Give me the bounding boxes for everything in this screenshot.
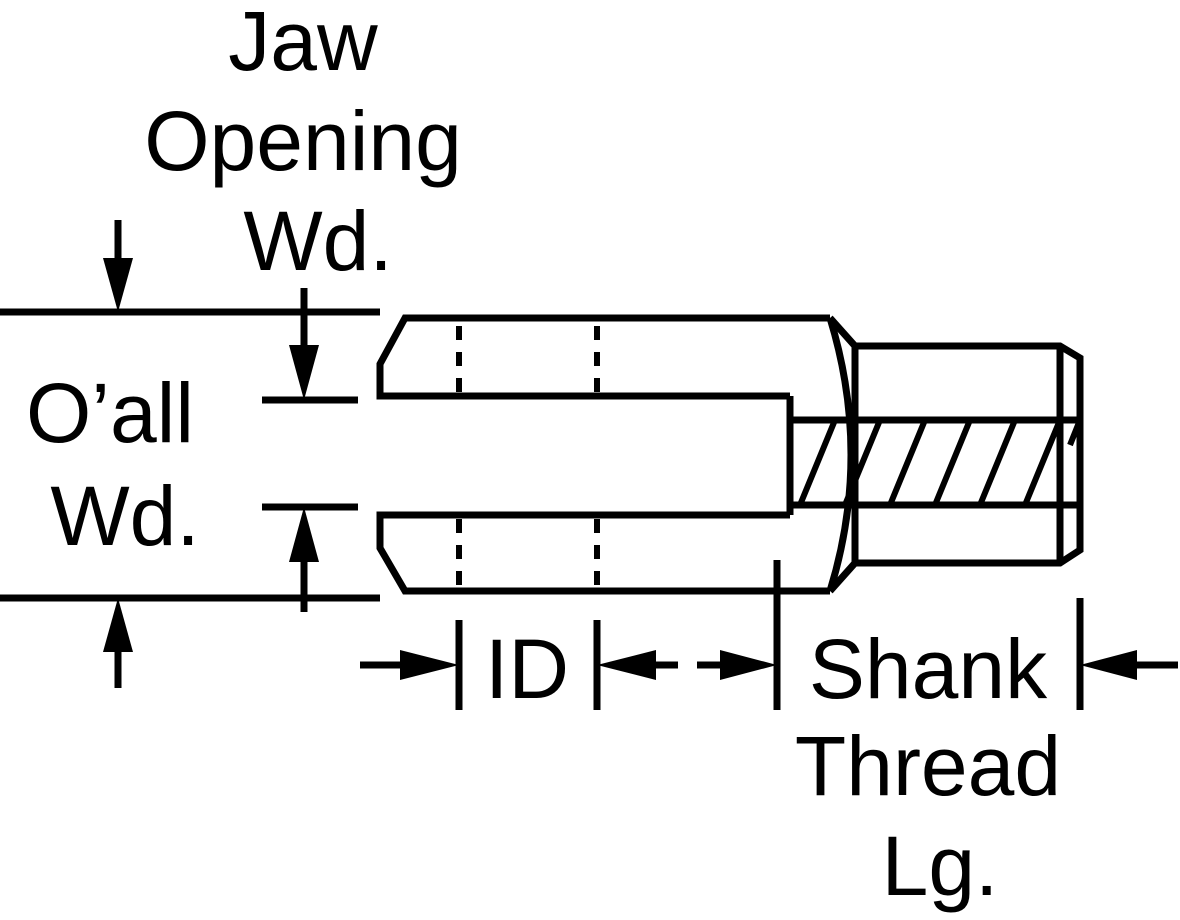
overall-width-label: O’all Wd. <box>26 366 200 563</box>
threaded-shank <box>790 342 1084 567</box>
jaw-label-line-2: Opening <box>144 94 462 188</box>
clevis-body <box>376 314 858 595</box>
shank-right-arrowhead <box>1080 650 1137 680</box>
clevis-head-curve <box>826 316 855 593</box>
head-top-chamfer <box>827 315 858 349</box>
shank-label-line-1: Shank <box>809 622 1048 716</box>
shank-thread-length-dimension <box>697 560 1178 710</box>
overall-bottom-arrowhead <box>103 598 133 652</box>
thread-hatching <box>797 418 1083 507</box>
jaw-label-line-1: Jaw <box>228 0 378 88</box>
jaw-top-arrowhead <box>289 345 319 400</box>
overall-width-dimension <box>0 220 380 688</box>
jaw-bottom-arrowhead <box>289 507 319 562</box>
shank-outline <box>855 342 1084 567</box>
oall-label-line-2: Wd. <box>50 469 199 563</box>
jaw-opening-dimension <box>262 288 358 612</box>
shank-left-arrowhead <box>720 650 777 680</box>
jaw-label-line-3: Wd. <box>243 194 392 288</box>
id-left-arrowhead <box>400 650 459 680</box>
oall-label-line-1: O’all <box>26 366 194 460</box>
overall-top-arrowhead <box>103 258 133 312</box>
jaw-opening-width-label: Jaw Opening Wd. <box>144 0 462 288</box>
head-bottom-chamfer <box>827 560 858 594</box>
id-label: ID <box>485 622 569 716</box>
shank-label-line-2: Thread <box>795 719 1061 813</box>
shank-thread-length-label: Shank Thread Lg. <box>795 622 1061 913</box>
shank-label-line-3: Lg. <box>882 819 999 913</box>
lower-jaw-prong <box>376 511 830 595</box>
id-dimension <box>360 620 678 710</box>
upper-jaw-prong <box>376 314 830 400</box>
id-right-arrowhead <box>597 650 656 680</box>
